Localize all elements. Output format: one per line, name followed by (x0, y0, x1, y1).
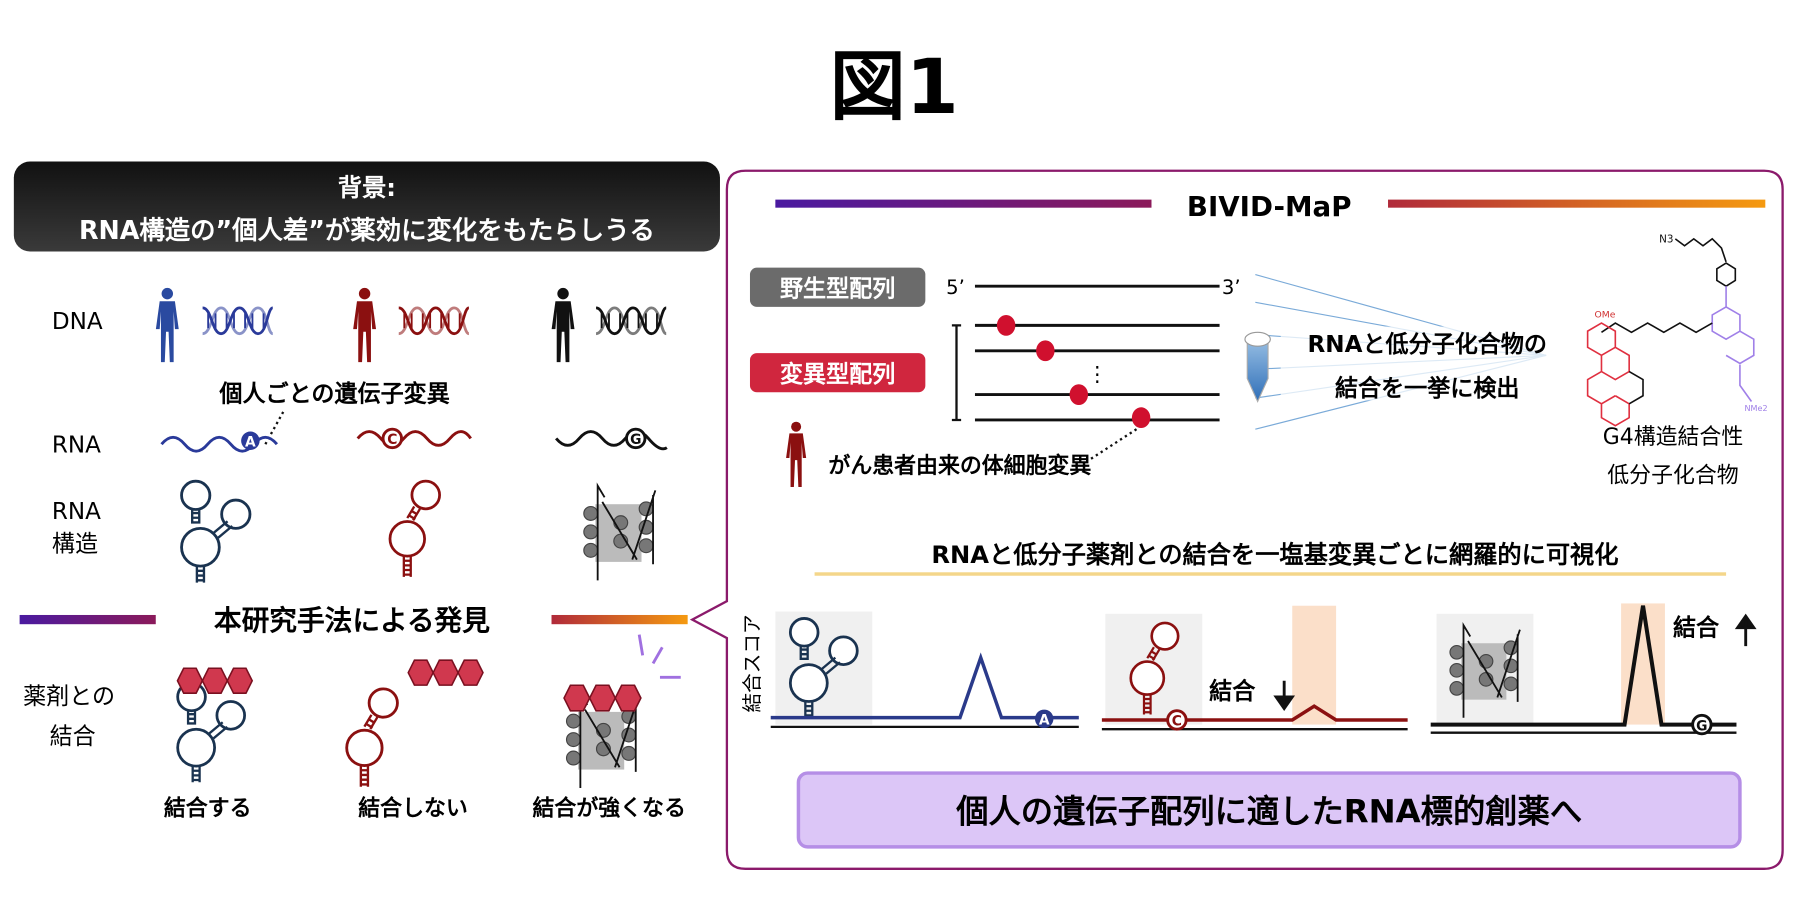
stemloop-unbound-icon (345, 687, 399, 789)
base-g: G (630, 432, 641, 448)
dna-helix-icon-red (397, 306, 471, 336)
amine-label: NMe2 (1745, 404, 1768, 413)
strong-binding-burst-icon (637, 634, 681, 679)
visualize-underline (814, 572, 1727, 576)
conclusion-box (796, 771, 1742, 849)
discovery-section: 本研究手法による発見 薬剤との 結合 結合する 結合しない 結合が強くなる (19, 604, 688, 822)
divider-left (19, 614, 156, 625)
background-subheading: RNA構造の”個人差”が薬効に変化をもたらしうる (79, 215, 655, 245)
y-axis-label: 結合スコア (741, 614, 764, 712)
mutant-badge (749, 353, 926, 393)
row-label-structure: RNA (52, 499, 101, 525)
row-label-structure-2: 構造 (52, 532, 98, 558)
wild-type-label: 野生型配列 (780, 277, 895, 303)
outcome-stronger-binding: 結合が強くなる (533, 796, 686, 822)
binding-score-line (1101, 704, 1408, 722)
row-label-rna: RNA (52, 432, 101, 458)
somatic-caption: がん患者由来の体細胞変異 (828, 453, 1091, 479)
base-marker-label: G (1696, 718, 1707, 734)
binding-decrease-label: 結合 (1209, 678, 1256, 705)
discovery-heading: 本研究手法による発見 (214, 604, 490, 637)
drug-molecule-icon (563, 684, 642, 712)
background-section: 背景: RNA構造の”個人差”が薬効に変化をもたらしうる DNA 個人ごとの遺伝… (13, 161, 720, 585)
row-label-dna: DNA (52, 309, 103, 335)
divider-right (551, 614, 688, 625)
person-icon-black (551, 287, 575, 363)
outcome-binds: 結合する (164, 796, 252, 822)
figure-title: 図1 (830, 42, 959, 131)
score-plot-g-quadruplex: G 結合 (1430, 603, 1757, 736)
row-label-binding-2: 結合 (50, 724, 96, 750)
outcome-no-binding: 結合しない (358, 796, 468, 822)
base-marker-a (1034, 709, 1054, 729)
background-heading: 背景: (338, 174, 396, 202)
mutation-dots (996, 314, 1151, 429)
conclusion-text: 個人の遺伝子配列に適したRNA標的創薬へ (955, 793, 1582, 831)
detect-text-backdrop (1280, 326, 1572, 401)
detect-caption-1: RNAと低分子化合物の (1308, 331, 1547, 358)
multiloop-bound-icon (176, 681, 246, 784)
binding-score-line (1430, 605, 1737, 727)
mutant-bracket (951, 324, 962, 422)
five-prime-label: 5’ (946, 276, 965, 299)
binding-increase-label: 結合 (1673, 615, 1720, 642)
method-name: BIVID-MaP (1187, 190, 1352, 223)
mutant-label: 変異型配列 (780, 361, 895, 388)
base-a: A (245, 435, 256, 451)
drug-molecule-icon (407, 659, 484, 686)
person-icon-red (353, 287, 377, 363)
base-marker-label: C (1172, 714, 1182, 730)
tube-icon (1244, 331, 1271, 403)
dna-helix-icon-blue (201, 306, 275, 336)
base-marker-label: A (1039, 713, 1050, 729)
compound-caption-1: G4構造結合性 (1603, 425, 1743, 450)
rna-structure-icon-multiloop (180, 479, 252, 585)
score-plot-stemloop: C 結合 (1101, 605, 1408, 731)
arrow-down-icon (1273, 680, 1296, 711)
base-marker-c (1166, 709, 1188, 731)
visualize-caption: RNAと低分子薬剤との結合を一塩基変異ごとに網羅的に可視化 (931, 541, 1618, 569)
arrow-up-icon (1734, 613, 1757, 647)
g4-ligand-structure: N3 NMe2 OMe (1586, 233, 1768, 427)
azide-label: N3 (1659, 233, 1673, 245)
base-marker-g (1691, 713, 1713, 736)
compound-caption-2: 低分子化合物 (1607, 463, 1738, 488)
three-prime-label: 3’ (1222, 276, 1241, 299)
title-bar-left (775, 199, 1152, 208)
mutant-sequences (974, 323, 1220, 422)
detect-caption-2: 結合を一挙に検出 (1335, 375, 1519, 402)
method-panel: BIVID-MaP 野生型配列 変異型配列 5’ 3’ ⋮ がん患者由来の体細胞… (689, 169, 1784, 870)
rna-structure-icon-g-quadruplex (582, 484, 657, 582)
dna-helix-icon-black (594, 306, 668, 336)
base-c: C (387, 432, 397, 448)
row-label-binding: 薬剤との (23, 684, 115, 710)
rna-structure-icon-stemloop (388, 479, 442, 579)
title-bar-right (1388, 199, 1766, 208)
background-heading-box (13, 161, 720, 252)
variation-caption: 個人ごとの遺伝子変異 (218, 381, 449, 408)
rna-strands: A C G (160, 427, 668, 453)
person-icon-blue (155, 287, 179, 363)
wild-type-badge (749, 267, 926, 307)
score-plot-multiloop: A (770, 611, 1079, 729)
binding-score-line (770, 652, 1079, 720)
methoxy-label: OMe (1595, 309, 1616, 320)
drug-molecule-icon (176, 667, 254, 695)
ellipsis: ⋮ (1087, 362, 1108, 386)
